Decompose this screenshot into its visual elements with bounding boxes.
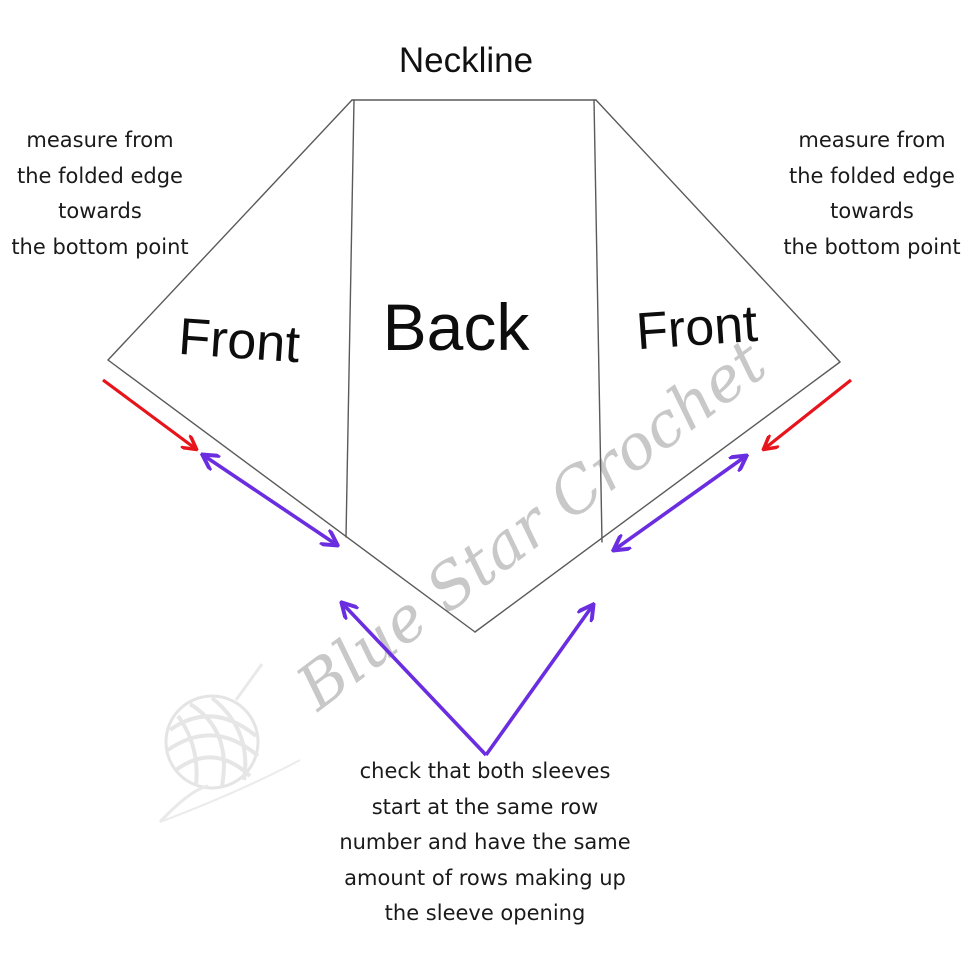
left-note-line: measure from (26, 128, 174, 152)
right-front-top-edge (595, 99, 841, 363)
left-note-line: the bottom point (11, 234, 189, 259)
right-red-arrow (764, 378, 852, 449)
watermark-text: Blue Star Crochet (282, 325, 779, 725)
left-fold-line (345, 99, 355, 538)
right-measure-note: measure from the folded edge towards the… (772, 123, 966, 265)
back-label: Back (383, 290, 531, 364)
right-fold-line (593, 99, 603, 543)
neckline-title: Neckline (399, 41, 533, 80)
right-sleeve-double-arrow (614, 456, 746, 550)
garment-outline (107, 99, 841, 633)
bottom-check-note: check that both sleeves start at the sam… (320, 754, 650, 932)
left-note-line: the folded edge (17, 163, 183, 188)
bottom-note-line: number and have the same (339, 830, 631, 854)
right-note-line: the bottom point (783, 234, 961, 259)
left-front-bottom-edge (107, 359, 476, 633)
left-red-arrow (102, 378, 196, 449)
left-check-arrow (342, 603, 488, 757)
bottom-note-line: amount of rows making up (344, 865, 626, 890)
front-right-label: Front (634, 295, 760, 361)
bottom-note-line: start at the same row (371, 794, 599, 819)
right-note-line: the folded edge (789, 163, 955, 188)
left-measure-note: measure from the folded edge towards the… (0, 123, 200, 265)
right-note-line: towards (830, 199, 914, 223)
bottom-note-line: the sleeve opening (384, 901, 586, 925)
left-note-line: towards (58, 199, 142, 223)
right-note-line: measure from (798, 128, 946, 152)
left-front-top-edge (107, 99, 353, 361)
yarn-ball-logo (158, 663, 301, 824)
bottom-note-line: check that both sleeves (359, 759, 611, 783)
left-sleeve-double-arrow (203, 455, 337, 545)
front-left-label: Front (177, 308, 303, 374)
right-check-arrow (484, 605, 593, 757)
